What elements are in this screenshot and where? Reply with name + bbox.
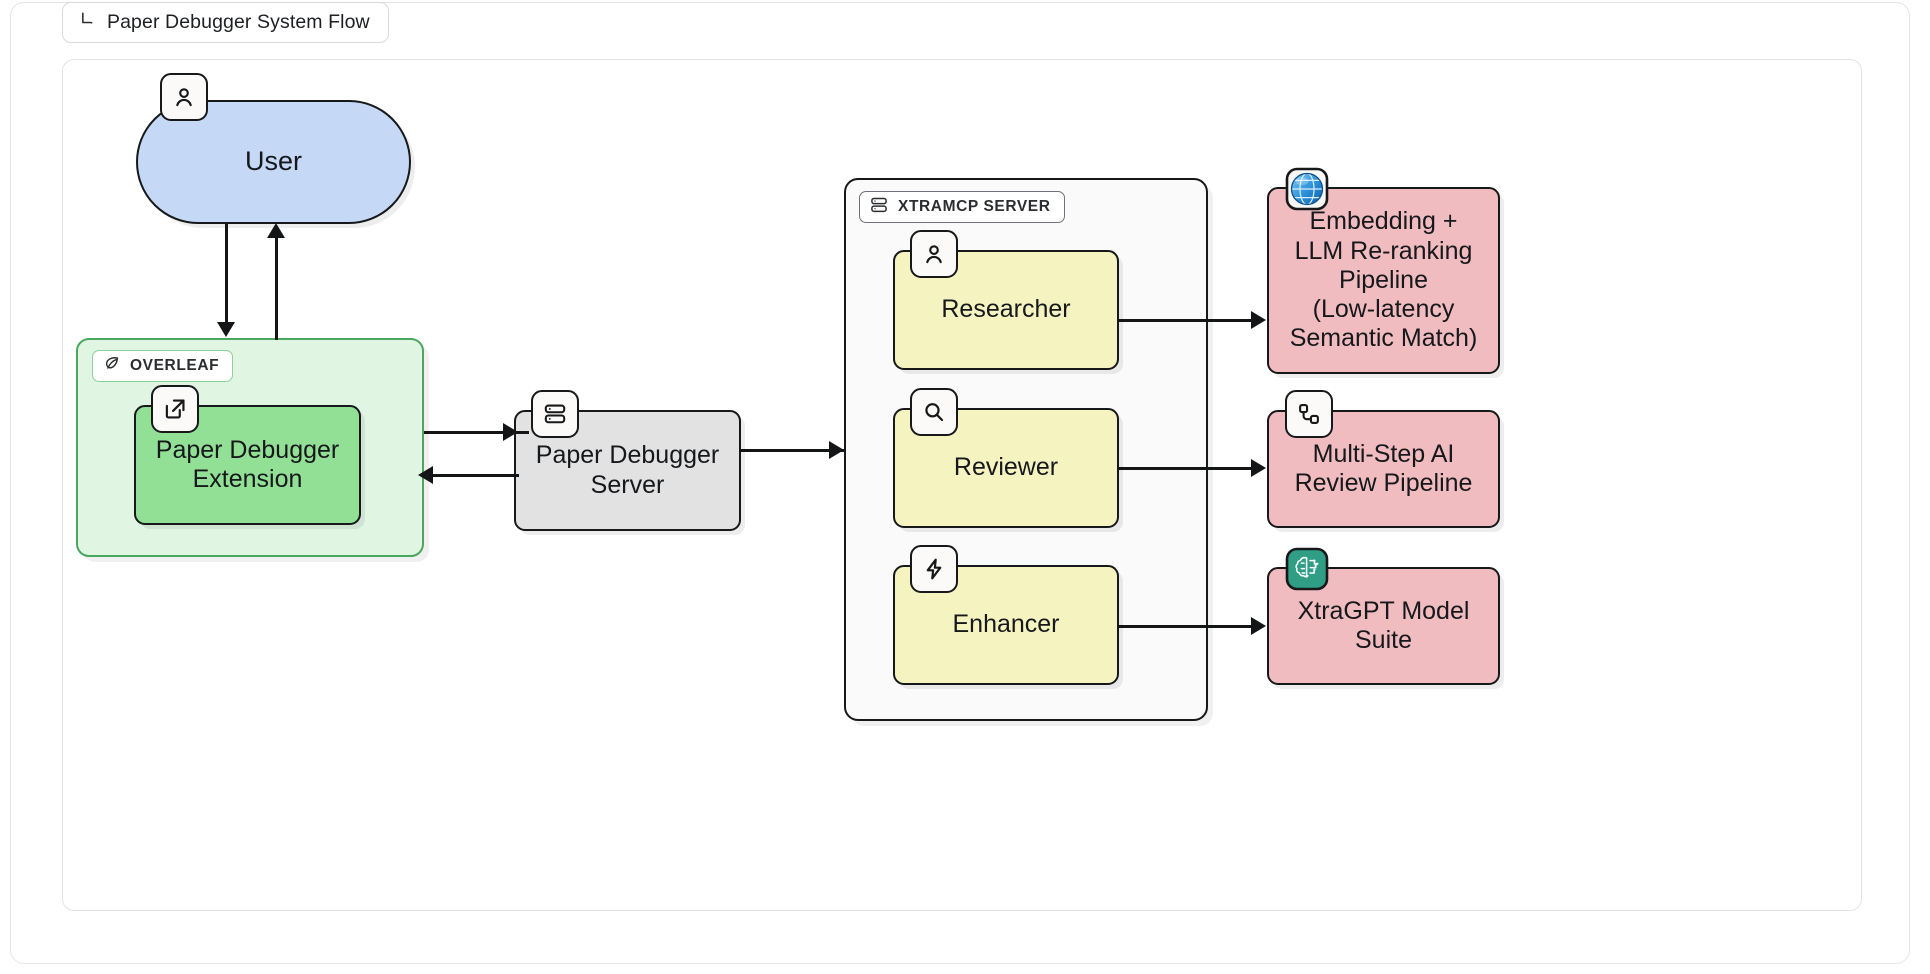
page-title: Paper Debugger System Flow	[107, 11, 370, 33]
leaf-icon	[102, 354, 121, 378]
group-label-text: OVERLEAF	[130, 357, 220, 374]
group-label-overleaf: OVERLEAF	[92, 350, 234, 382]
node-label-paper-debugger-server: Paper Debugger Server	[535, 441, 720, 499]
node-label-paper-debugger-extension: Paper Debugger Extension	[155, 435, 340, 493]
node-label-enhancer: Enhancer	[952, 610, 1060, 639]
person-icon	[160, 73, 208, 121]
edge-arrowhead-left	[418, 466, 433, 484]
node-label-line: Pipeline	[1339, 265, 1428, 294]
edge-extension-to-user	[275, 228, 278, 340]
edge-arrowhead-right	[503, 423, 518, 441]
server-icon	[531, 390, 579, 438]
edge-arrowhead-right-embedding	[1251, 311, 1266, 329]
node-label-line: LLM Re-ranking	[1294, 236, 1473, 265]
node-label-line: Semantic Match)	[1289, 324, 1478, 353]
node-label-line: XtraGPT Model	[1297, 596, 1470, 625]
node-label-user: User	[244, 146, 302, 177]
edge-arrowhead-right-mcp	[829, 441, 844, 459]
node-label-reviewer: Reviewer	[953, 453, 1059, 482]
edge-enhancer-to-xtragpt	[1118, 625, 1258, 628]
node-review-pipeline[interactable]: Multi-Step AI Review Pipeline	[1267, 410, 1500, 528]
magnifier-icon	[910, 388, 958, 436]
edge-extension-to-server	[424, 431, 529, 434]
node-label-line: Review Pipeline	[1294, 469, 1473, 497]
edge-arrowhead-up	[267, 223, 285, 238]
group-label-text: XTRAMCP SERVER	[898, 198, 1051, 215]
diagram-title-tab[interactable]: Paper Debugger System Flow	[62, 2, 389, 43]
diagram-canvas[interactable]: OVERLEAF Paper Debugger Extension User	[62, 59, 1862, 911]
node-embedding-pipeline[interactable]: Embedding + LLM Re-ranking Pipeline (Low…	[1267, 187, 1500, 374]
lightning-bolt-icon	[910, 545, 958, 593]
globe-icon	[1285, 167, 1329, 211]
external-link-icon	[151, 385, 199, 433]
node-label-line: Suite	[1355, 626, 1412, 654]
group-label-xtramcp-server: XTRAMCP SERVER	[859, 191, 1065, 223]
edge-user-to-extension	[225, 224, 228, 324]
node-label-line: Embedding +	[1309, 207, 1458, 236]
edge-arrowhead-down	[217, 322, 235, 337]
edge-server-to-extension	[429, 474, 519, 477]
server-icon	[869, 195, 889, 220]
node-label-line: (Low-latency	[1312, 295, 1455, 324]
edge-reviewer-to-review-pipeline	[1118, 467, 1258, 470]
edge-arrowhead-right-xtragpt	[1251, 617, 1266, 635]
node-label-line: Multi-Step AI	[1312, 439, 1455, 468]
node-graph-icon	[1285, 390, 1333, 438]
edge-arrowhead-right-review	[1251, 459, 1266, 477]
edge-researcher-to-embedding	[1118, 319, 1258, 322]
node-label-researcher: Researcher	[941, 295, 1071, 324]
flow-corner-icon	[77, 10, 97, 35]
person-icon	[910, 230, 958, 278]
node-xtragpt-model-suite[interactable]: XtraGPT Model Suite	[1267, 567, 1500, 685]
ai-chip-icon	[1285, 547, 1329, 591]
edge-server-to-xtramcp	[739, 449, 844, 452]
